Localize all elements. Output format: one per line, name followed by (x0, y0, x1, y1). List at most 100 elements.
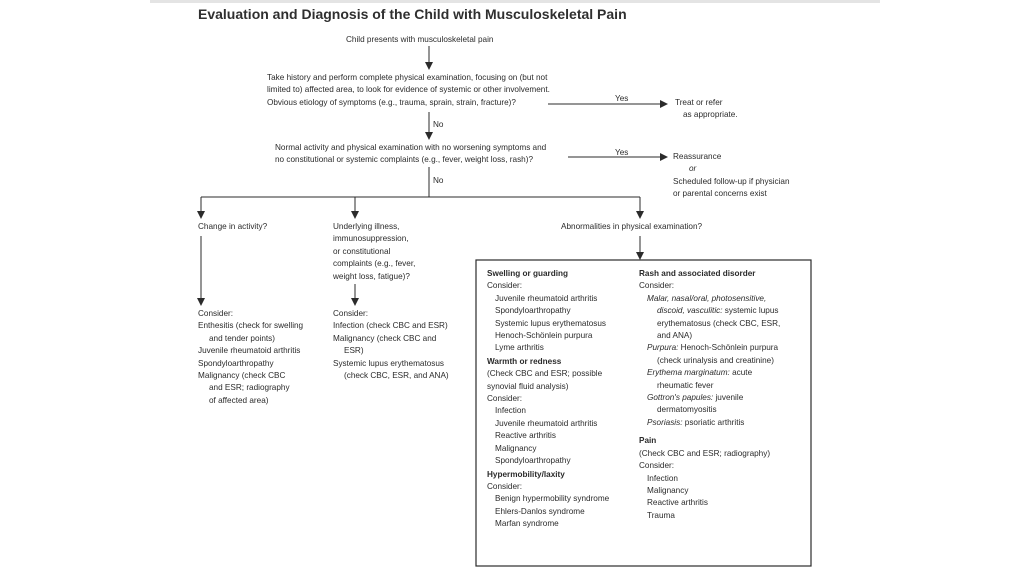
consider-label: Consider: (333, 309, 369, 318)
branch-exam-question: Abnormalities in physical examination? (561, 222, 703, 231)
consider-item: Juvenile rheumatoid arthritis (198, 346, 301, 356)
rash-erythema-text: acute (729, 368, 753, 378)
page-title: Evaluation and Diagnosis of the Child wi… (198, 6, 627, 22)
question-1: Take history and perform complete physic… (267, 72, 550, 109)
no-label-1: No (433, 120, 444, 129)
yes-label-2: Yes (615, 148, 629, 157)
warmth-note: synovial fluid analysis) (487, 381, 569, 391)
outcome-treat-refer: Treat or refer as appropriate. (675, 97, 738, 122)
consider-label: Consider: (639, 461, 675, 471)
rash-erythema: Erythema marginatum: acute (639, 367, 780, 379)
start-node: Child presents with musculoskeletal pain (346, 35, 494, 44)
consider-item: Marfan syndrome (495, 519, 559, 529)
rash-discoid-label: discoid, vasculitic: (657, 306, 723, 316)
consider-item: Trauma (647, 510, 675, 520)
outcome-line: Treat or refer (675, 98, 723, 107)
consider-item: Enthesitis (check for swelling (198, 321, 304, 331)
question-line: weight loss, fatigue)? (333, 271, 410, 281)
consider-item: Infection (647, 473, 678, 483)
rash-purpura-note: (check urinalysis and creatinine) (657, 355, 774, 365)
question-line: complaints (e.g., fever, (333, 259, 416, 269)
rash-discoid-text: systemic lupus (722, 306, 779, 316)
rash-purpura-text: Henoch-Schönlein purpura (678, 343, 779, 353)
consider-item: Ehlers-Danlos syndrome (495, 506, 585, 516)
consider-item: Malignancy (647, 485, 689, 495)
rash-sle: erythematosus (check CBC, ESR, (657, 318, 781, 328)
consider-label: Consider: (487, 281, 523, 291)
consider-item: Systemic lupus erythematosus (495, 318, 607, 328)
consider-label: Consider: (487, 481, 523, 491)
question-line: immunosuppression, (333, 234, 409, 244)
consider-item: Henoch-Schönlein purpura (495, 331, 593, 341)
consider-item: Reactive arthritis (647, 498, 708, 508)
outcome-line: Scheduled follow-up if physician (673, 176, 790, 186)
consider-item: and ESR; radiography (209, 383, 290, 393)
outcome-line: or parental concerns exist (673, 189, 767, 199)
rash-malar: Malar, nasal/oral, photosensitive, (647, 293, 767, 303)
consider-item: Spondyloarthropathy (198, 358, 274, 368)
rash-gottron-label: Gottron's papules: (647, 393, 714, 403)
warmth-note: (Check CBC and ESR; possible (487, 369, 603, 379)
consider-item: Reactive arthritis (495, 431, 556, 441)
consider-item: Infection (check CBC and ESR) (333, 321, 448, 331)
branch-illness-question: Underlying illness, immunosuppression, o… (333, 221, 415, 283)
rash-psoriasis-text: psoriatic arthritis (682, 417, 745, 427)
consider-item: Lyme arthritis (495, 343, 544, 353)
rash-purpura: Purpura: Henoch-Schönlein purpura (639, 342, 780, 354)
question-1-line: limited to) affected area, to look for e… (267, 85, 550, 95)
branch-activity-consider: Consider: Enthesitis (check for swelling… (198, 308, 303, 407)
question-line: or constitutional (333, 246, 391, 256)
consider-item: Benign hypermobility syndrome (495, 494, 610, 504)
rash-heading: Rash and associated disorder (639, 269, 756, 278)
rash-psoriasis-label: Psoriasis: (647, 417, 683, 427)
consider-item: Juvenile rheumatoid arthritis (495, 418, 598, 428)
consider-item: Malignancy (check CBC (198, 371, 286, 381)
hypermobility-heading: Hypermobility/laxity (487, 469, 565, 479)
consider-item: Infection (495, 406, 526, 416)
rash-gottron-note: dermatomyositis (657, 405, 717, 415)
consider-item: Malignancy (check CBC and (333, 333, 437, 343)
consider-label: Consider: (487, 394, 523, 404)
consider-item: ESR) (344, 346, 364, 356)
question-1-line: Take history and perform complete physic… (267, 73, 548, 82)
consider-item: (check CBC, ESR, and ANA) (344, 371, 449, 381)
no-label-2: No (433, 176, 444, 185)
consider-label: Consider: (639, 281, 675, 291)
consider-item: Malignancy (495, 443, 537, 453)
rash-erythema-note: rheumatic fever (657, 380, 714, 390)
outcome-reassurance: Reassurance or Scheduled follow-up if ph… (673, 151, 790, 201)
question-2: Normal activity and physical examination… (275, 142, 546, 167)
branch-illness-consider: Consider: Infection (check CBC and ESR) … (333, 308, 449, 382)
rash-psoriasis: Psoriasis: psoriatic arthritis (639, 417, 780, 429)
question-2-line: Normal activity and physical examination… (275, 143, 547, 152)
box-left-column: Swelling or guarding Consider: Juvenile … (487, 268, 609, 531)
rash-gottron-text: juvenile (713, 393, 744, 403)
warmth-heading: Warmth or redness (487, 356, 562, 366)
question-line: Underlying illness, (333, 222, 400, 231)
yes-label-1: Yes (615, 94, 629, 103)
top-divider (150, 0, 880, 3)
outcome-line: as appropriate. (683, 110, 738, 120)
question-2-line: no constitutional or systemic complaints… (275, 155, 534, 165)
question-1-line: Obvious etiology of symptoms (e.g., trau… (267, 97, 516, 107)
consider-item: Juvenile rheumatoid arthritis (495, 293, 598, 303)
outcome-line: Reassurance (673, 152, 722, 161)
rash-purpura-label: Purpura: (647, 343, 679, 353)
rash-erythema-label: Erythema marginatum: (647, 368, 730, 378)
consider-item: Spondyloarthropathy (495, 456, 571, 466)
rash-discoid: discoid, vasculitic: systemic lupus (639, 305, 780, 317)
consider-item: Systemic lupus erythematosus (333, 358, 445, 368)
rash-sle: and ANA) (657, 331, 693, 341)
consider-item: and tender points) (209, 333, 275, 343)
branch-activity-question: Change in activity? (198, 222, 268, 231)
consider-label: Consider: (198, 309, 234, 318)
physical-exam-box (475, 259, 812, 567)
consider-item: Spondyloarthropathy (495, 306, 571, 316)
pain-heading: Pain (639, 436, 657, 446)
swelling-heading: Swelling or guarding (487, 269, 568, 278)
pain-note: (Check CBC and ESR; radiography) (639, 448, 771, 458)
box-right-column: Rash and associated disorder Consider: M… (639, 268, 780, 522)
rash-gottron: Gottron's papules: juvenile (639, 392, 780, 404)
